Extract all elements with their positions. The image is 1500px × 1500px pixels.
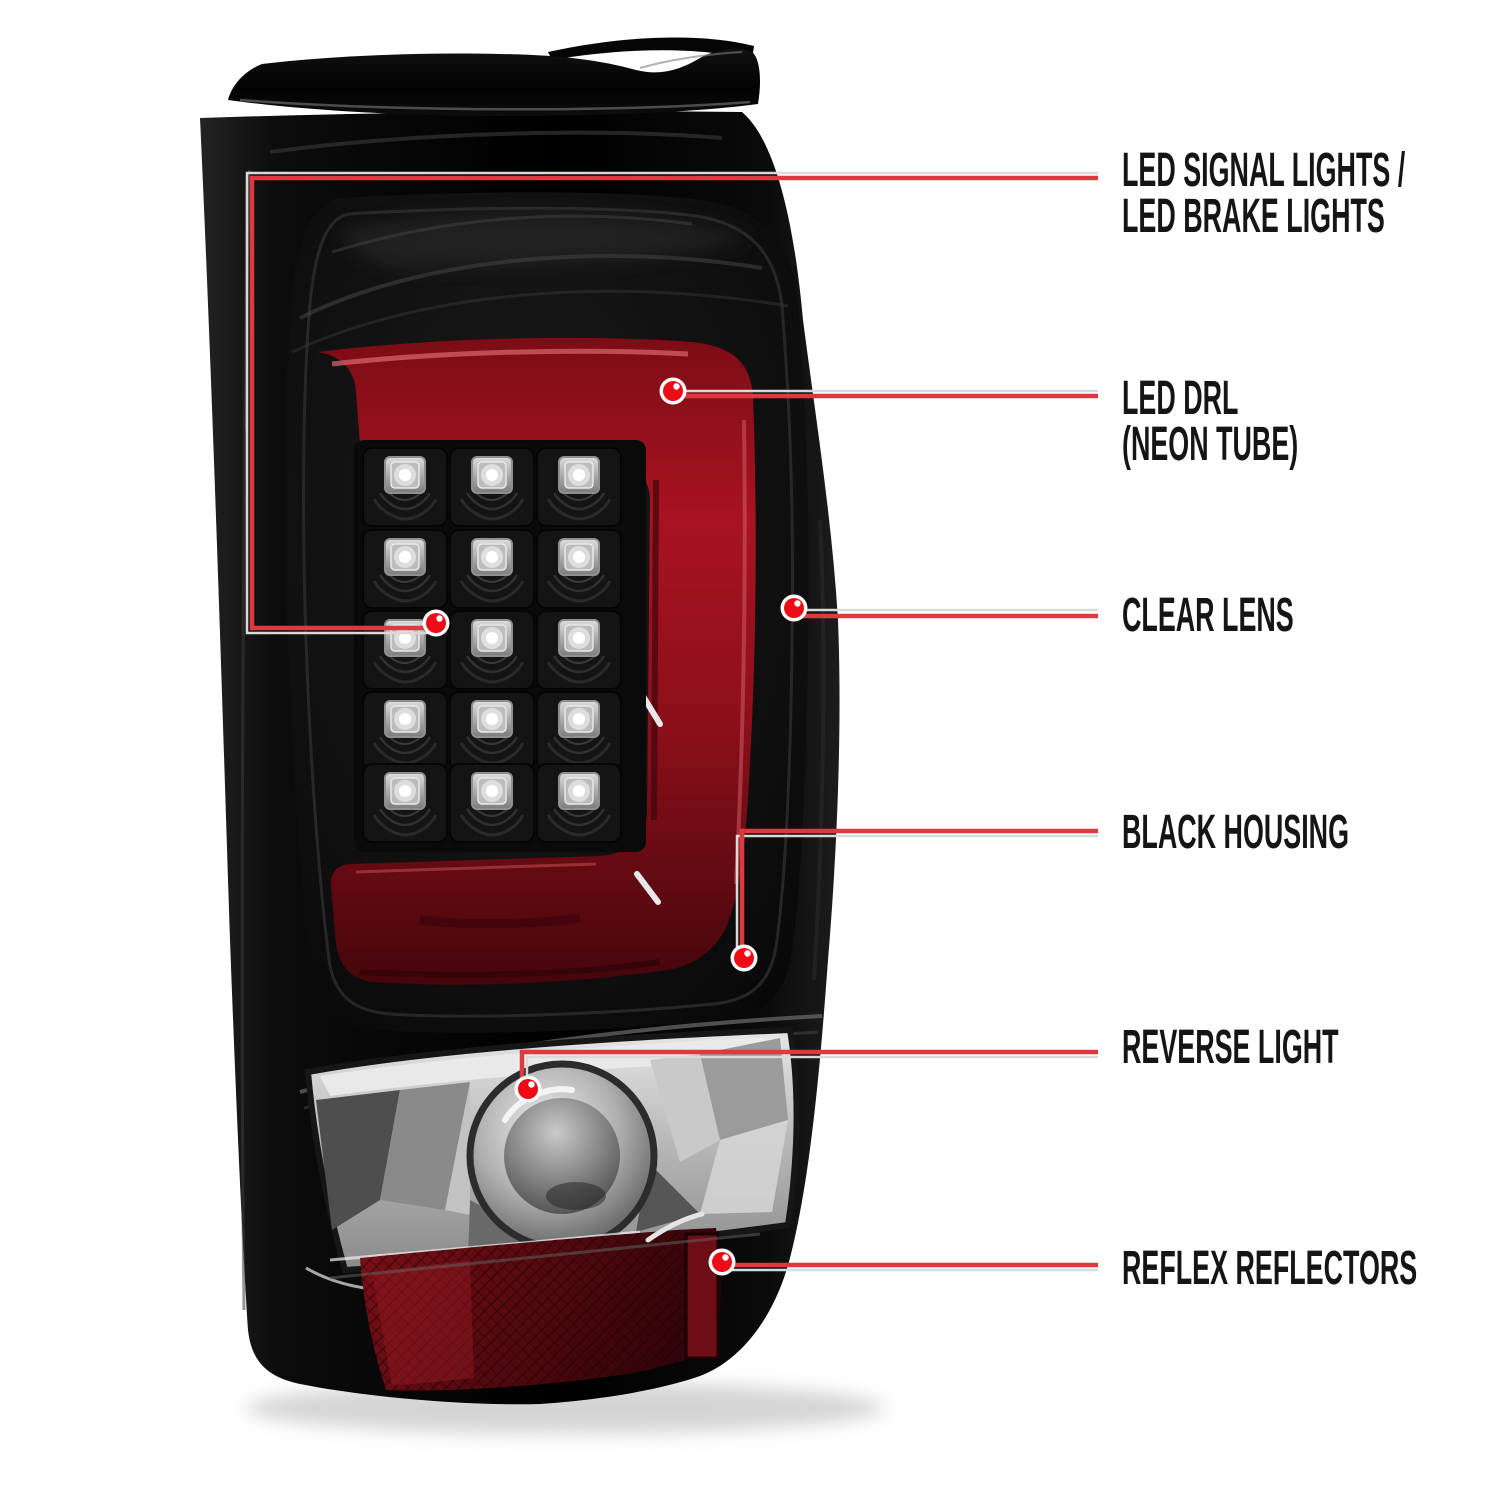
marker-dot-reflex-reflectors [708,1248,736,1276]
marker-dots [422,377,808,1276]
leader-led-signal-brake [245,171,1098,635]
leader-reflex-reflectors [728,1262,1098,1272]
label-line: REFLEX REFLECTORS [1122,1242,1418,1295]
marker-dot-reverse-light [514,1075,542,1103]
label-line: (NEON TUBE) [1122,418,1299,471]
led-drl-neon-tube [318,337,756,985]
label-reverse-light: REVERSE LIGHT [1122,1021,1339,1074]
label-led-signal-brake: LED SIGNAL LIGHTS / LED BRAKE LIGHTS [1122,144,1406,243]
leader-black-housing [735,828,1098,952]
label-line: CLEAR LENS [1122,589,1294,642]
label-black-housing: BLACK HOUSING [1122,806,1349,859]
label-line: LED SIGNAL LIGHTS / [1122,144,1406,197]
marker-dot-led-drl [659,377,687,405]
label-line: REVERSE LIGHT [1122,1021,1339,1074]
reflex-reflector [329,1211,761,1391]
leader-lines [245,171,1098,1272]
marker-dot-black-housing [730,944,758,972]
label-clear-lens: CLEAR LENS [1122,589,1294,642]
leader-reverse-light [519,1049,1098,1082]
marker-dot-led-signal-brake [422,609,450,637]
label-reflex-reflectors: REFLEX REFLECTORS [1122,1242,1418,1295]
leader-led-drl [676,389,1098,399]
label-line: LED BRAKE LIGHTS [1122,190,1385,243]
label-line: BLACK HOUSING [1122,806,1349,859]
top-mounting-flange [228,37,760,116]
marker-dot-clear-lens [780,594,808,622]
label-line: LED DRL [1122,372,1239,425]
led-signal-brake-array [354,440,646,852]
label-led-drl: LED DRL (NEON TUBE) [1122,372,1299,471]
reverse-light-lens [304,1026,800,1292]
leader-clear-lens [797,608,1098,619]
